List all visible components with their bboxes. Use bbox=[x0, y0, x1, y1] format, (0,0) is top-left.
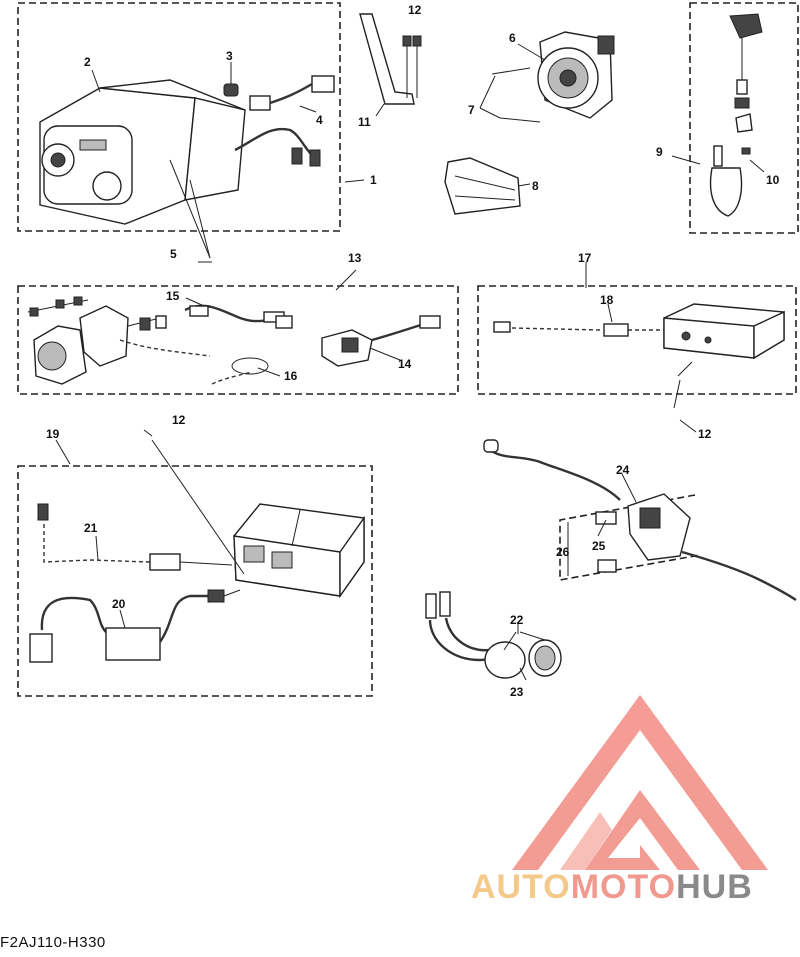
callout-2: 2 bbox=[84, 55, 91, 69]
callout-25: 25 bbox=[592, 539, 606, 553]
callout-9: 9 bbox=[656, 145, 663, 159]
watermark-word-moto: MOTO bbox=[570, 868, 677, 906]
callout-12-left: 12 bbox=[172, 413, 186, 427]
watermark-brand: AUTOMOTOHUB bbox=[471, 868, 753, 907]
callout-8: 8 bbox=[532, 179, 539, 193]
group-box-stereo-unit bbox=[17, 2, 341, 232]
clip-rail-part bbox=[444, 157, 521, 215]
speaker-part bbox=[537, 31, 615, 119]
watermark-word-auto: AUTO bbox=[471, 868, 571, 906]
watermark-logo bbox=[512, 695, 768, 870]
callout-22: 22 bbox=[510, 613, 524, 627]
leader-lines bbox=[55, 43, 765, 634]
callout-24: 24 bbox=[616, 463, 630, 477]
cable-coil-part bbox=[119, 339, 269, 385]
group-box-amplifier bbox=[17, 465, 373, 697]
receiver-part bbox=[663, 303, 785, 360]
callout-7: 7 bbox=[468, 103, 475, 117]
callout-12-top: 12 bbox=[408, 3, 422, 17]
callout-19: 19 bbox=[46, 427, 60, 441]
callout-16: 16 bbox=[284, 369, 298, 383]
group-box-receiver bbox=[477, 285, 797, 395]
callout-13: 13 bbox=[348, 251, 362, 265]
callout-23: 23 bbox=[510, 685, 524, 699]
amplifier-harness bbox=[29, 503, 241, 663]
callout-26: 26 bbox=[556, 545, 570, 559]
wiring-harness bbox=[234, 75, 335, 167]
callout-17: 17 bbox=[578, 251, 592, 265]
callout-21: 21 bbox=[84, 521, 98, 535]
group-box-antenna bbox=[689, 2, 799, 234]
callout-4: 4 bbox=[316, 113, 323, 127]
callout-14: 14 bbox=[398, 357, 412, 371]
gauge-part bbox=[425, 591, 562, 681]
callout-10: 10 bbox=[766, 173, 780, 187]
callout-11: 11 bbox=[358, 115, 371, 129]
callout-labels: 1 2 3 4 5 6 7 8 9 10 11 12 13 14 15 16 1… bbox=[46, 3, 780, 699]
mounting-bracket bbox=[359, 13, 415, 105]
screw-set bbox=[479, 67, 541, 123]
callout-3: 3 bbox=[226, 49, 233, 63]
remote-cable-part bbox=[184, 304, 291, 323]
diagram-code: F2AJ110-H330 bbox=[0, 934, 106, 951]
remote-adapter-part bbox=[275, 315, 441, 367]
bolt-pair bbox=[402, 35, 422, 98]
callout-20: 20 bbox=[112, 597, 126, 611]
knob-part bbox=[223, 83, 239, 97]
callout-18: 18 bbox=[600, 293, 614, 307]
group-box-remote-control bbox=[17, 285, 459, 395]
amplifier-part bbox=[233, 503, 365, 599]
callout-5: 5 bbox=[170, 247, 177, 261]
receiver-screw bbox=[673, 361, 693, 409]
callout-12-right: 12 bbox=[698, 427, 712, 441]
receiver-cable-part bbox=[493, 321, 664, 337]
screw-part bbox=[169, 159, 212, 263]
watermark-word-hub: HUB bbox=[676, 868, 753, 906]
amplifier-screw bbox=[143, 429, 245, 575]
stereo-head-unit bbox=[39, 79, 246, 225]
gps-unit-part bbox=[483, 439, 797, 601]
callout-6: 6 bbox=[509, 31, 516, 45]
antenna-part bbox=[709, 13, 763, 217]
callout-15: 15 bbox=[166, 289, 180, 303]
remote-control-part bbox=[27, 296, 167, 385]
callout-1: 1 bbox=[370, 173, 377, 187]
